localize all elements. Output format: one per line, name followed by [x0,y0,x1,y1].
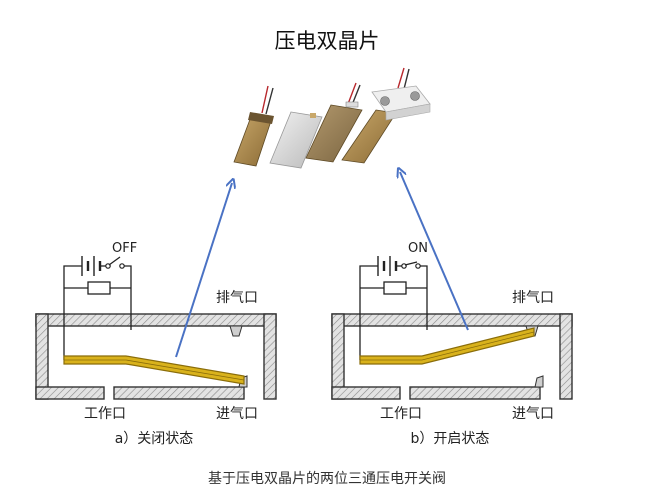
valve-left-wall [331,313,345,400]
switch-contact [119,263,125,269]
figure-title: 压电双晶片 [275,29,380,53]
panel-caption: a）关闭状态 [115,431,194,447]
valve-bottom-wall-left [35,386,105,400]
work-port-label: 工作口 [380,406,422,422]
exhaust-seat [229,325,243,337]
bimorph-sample-tapered [233,85,274,167]
inlet-port-label: 进气口 [216,406,258,422]
bimorph-midline [64,359,245,381]
valve-bottom-wall-right [113,386,245,400]
panel-caption: b）开启状态 [411,431,490,447]
work-port-label: 工作口 [84,406,126,422]
wire-left [359,265,378,360]
pointer-arrow [400,172,469,331]
figure-caption: 基于压电双晶片的两位三通压电开关阀 [208,470,446,487]
piezo-bimorph [359,327,535,365]
valve-right-wall [263,313,277,400]
resistor [87,281,111,295]
inlet-seat [534,375,544,388]
switch-state-label: ON [408,241,428,256]
exhaust-port-label: 排气口 [216,290,258,306]
inlet-port-label: 进气口 [512,406,554,422]
bimorph-midline [360,331,535,361]
wire-right [418,265,428,330]
valve-bottom-wall-left [331,386,401,400]
bimorph-sample-silver [269,111,323,169]
bimorph-photo [233,67,431,169]
resistor [383,281,407,295]
pointer-arrow [175,183,232,358]
valve-left-wall [35,313,49,400]
bimorph-sample-clamped [341,67,431,164]
bimorph-sample-bronze [305,82,363,163]
switch-state-label: OFF [112,241,137,256]
switch-contact [415,263,421,269]
wire-right [122,265,132,330]
exhaust-port-label: 排气口 [512,290,554,306]
valve-bottom-wall-right [409,386,541,400]
valve-right-wall [559,313,573,400]
wire-left [63,265,82,360]
valve-top-wall [35,313,277,327]
valve-top-wall [331,313,573,327]
switch-lever-closed [404,261,418,266]
piezo-bimorph [63,355,245,385]
switch-lever-open [108,256,121,266]
